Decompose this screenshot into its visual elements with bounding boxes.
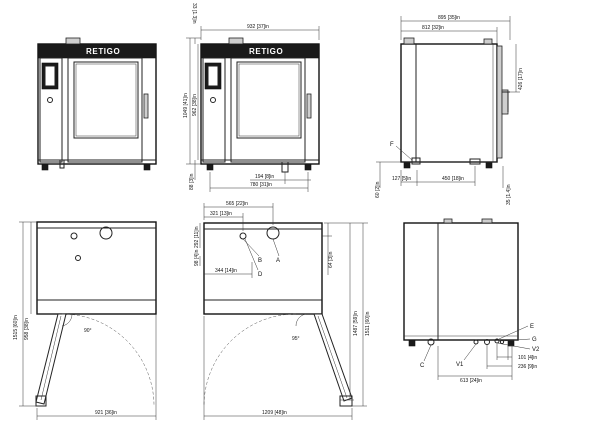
label-g: G — [532, 337, 537, 343]
dim-plan-292: 292 [11]in — [194, 226, 200, 248]
dim-front-top-gap: 33 [1.3]in — [191, 3, 197, 24]
front-view-dimensioned: RETIGO 932 [37]in 33 [1.3]in 1049 [41]in… — [183, 3, 320, 192]
dim-side-depth-body: 812 [32]in — [422, 25, 444, 31]
plan-view-left: 90° 1515 [60]in 958 [38]in 921 [36]in — [13, 221, 157, 420]
dim-plan-left-height-1: 1515 [60]in — [13, 315, 19, 340]
dim-front-height-body: 962 [38]in — [192, 94, 198, 116]
brand-logo: RETIGO — [249, 47, 283, 56]
label-v2: V2 — [532, 347, 540, 353]
dim-back-101: 101 [4]in — [518, 355, 537, 361]
dim-side-450: 450 [18]in — [442, 176, 464, 182]
dim-plan-344: 344 [14]in — [215, 268, 237, 274]
door-angle-middle: 95° — [292, 336, 300, 342]
dim-front-feet-span: 780 [31]in — [250, 182, 272, 188]
brand-logo: RETIGO — [86, 47, 120, 56]
dim-side-feet-height: 60 [2]in — [375, 181, 381, 198]
door-angle: 90° — [84, 328, 92, 334]
dim-side-right-offset: 35 [1.4]in — [506, 184, 512, 205]
dim-plan-64: 64 [3]in — [328, 251, 334, 268]
dim-plan-left-swing: 921 [36]in — [95, 410, 117, 416]
dim-plan-98: 98 [4]in — [194, 249, 200, 266]
dim-plan-1209: 1209 [48]in — [262, 410, 287, 416]
dim-plan-1511: 1511 [60]in — [365, 311, 371, 336]
side-view: 895 [35]in 812 [32]in 426 [17]in F 127 [… — [375, 15, 524, 205]
label-v1: V1 — [456, 362, 464, 368]
label-e: E — [530, 324, 534, 330]
dim-back-236: 236 [9]in — [518, 364, 537, 370]
dim-side-handle-height: 426 [17]in — [518, 68, 524, 90]
label-b: B — [258, 258, 262, 264]
dim-plan-left-height-2: 958 [38]in — [24, 318, 30, 340]
dim-front-height-total: 1049 [41]in — [183, 93, 189, 118]
dim-front-width: 932 [37]in — [247, 24, 269, 30]
label-f: F — [390, 142, 394, 148]
dim-front-feet: 88 [3]in — [189, 173, 195, 190]
front-view-product: RETIGO — [37, 37, 157, 171]
back-view: E G V2 C V1 101 [4]in 236 [9]in 613 [24]… — [403, 218, 540, 384]
dim-plan-1487: 1487 [59]in — [353, 311, 359, 336]
dim-front-inlet-offset: 194 [8]in — [255, 174, 274, 180]
dim-side-127: 127 [5]in — [392, 176, 411, 182]
label-c: C — [420, 363, 425, 369]
dim-plan-321: 321 [13]in — [210, 211, 232, 217]
dim-side-depth-total: 895 [35]in — [438, 15, 460, 21]
label-a: A — [276, 258, 280, 264]
label-d: D — [258, 272, 263, 278]
dim-plan-565: 565 [22]in — [226, 201, 248, 207]
plan-view-middle: 95° 565 [22]in 321 [13]in 292 [11]in 98 … — [194, 201, 371, 420]
dim-back-613: 613 [24]in — [460, 378, 482, 384]
